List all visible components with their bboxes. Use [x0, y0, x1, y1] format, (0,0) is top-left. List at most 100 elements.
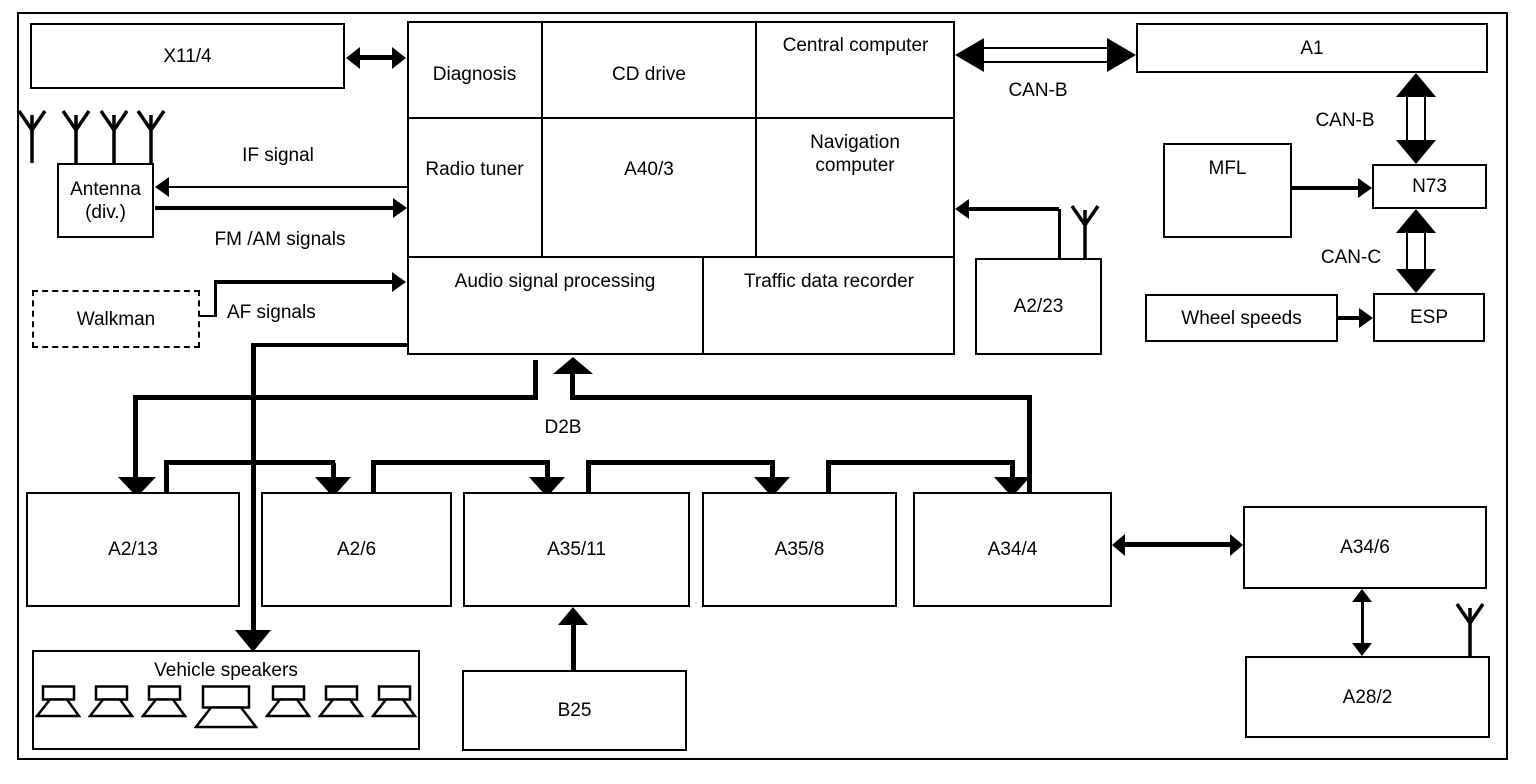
central-computer-cell-label: Central computer	[782, 35, 929, 56]
antenna-sub-label: (div.)	[85, 201, 126, 223]
d2b-bus-right-drop	[1027, 395, 1032, 495]
can-c-shaft	[1406, 230, 1426, 272]
head-unit-divider	[755, 21, 757, 257]
can-b-arrow-right	[1107, 38, 1136, 72]
b25-line	[571, 624, 576, 670]
d2b-seg3-tick	[586, 460, 591, 492]
a34-link-arrow-right	[1230, 534, 1243, 556]
d2b-seg3-line	[586, 460, 775, 465]
diagnosis-cell-label: Diagnosis	[432, 64, 517, 85]
antenna-icon	[99, 110, 129, 163]
d2b-bus-right	[571, 395, 1032, 400]
d2b-seg3-stem	[770, 463, 775, 479]
a35-8-label: A35/8	[774, 539, 825, 560]
can-c-arrow-up	[1396, 209, 1436, 233]
d2b-seg1-line	[164, 460, 335, 465]
esp-box: ESP	[1373, 293, 1485, 342]
x11-4-link-arrow-left	[346, 47, 360, 69]
b25-label: B25	[557, 700, 592, 721]
d2b-bus-left	[133, 395, 534, 400]
b25-arrow	[558, 607, 588, 625]
head-unit-box	[407, 21, 955, 355]
vehicle-speakers-box: Vehicle speakers	[32, 650, 420, 750]
fm-am-label: FM /AM signals	[214, 229, 346, 250]
cd-drive-cell-label: CD drive	[612, 64, 686, 85]
antenna-icon	[1455, 603, 1485, 656]
n73-label: N73	[1412, 176, 1447, 197]
fm-am-line	[155, 206, 395, 210]
esp-label: ESP	[1409, 307, 1449, 328]
a1-box: A1	[1136, 23, 1488, 73]
a28-2-box: A28/2	[1245, 656, 1490, 738]
d2b-seg4-stem	[1010, 463, 1015, 479]
can-b-shaft	[984, 47, 1108, 63]
x11-4-label: X11/4	[163, 45, 212, 67]
x11-4-link-line	[358, 55, 396, 60]
a34-4-label: A34/4	[987, 539, 1038, 560]
af-main-line	[214, 280, 392, 284]
a2-13-box: A2/13	[26, 492, 240, 607]
a34-link-arrow-left	[1112, 534, 1125, 556]
mfl-box: MFL	[1163, 143, 1292, 238]
antenna-icon	[1070, 205, 1100, 258]
can-b-vert-arrow-down	[1396, 140, 1436, 164]
vehicle-speakers-label: Vehicle speakers	[154, 660, 298, 681]
wheel-speeds-label: Wheel speeds	[1181, 307, 1302, 329]
speaker-feed-hline	[253, 343, 407, 347]
antenna-icon	[61, 110, 91, 163]
a28-2-label: A28/2	[1342, 686, 1393, 708]
d2b-seg1-tick	[164, 460, 169, 492]
speaker-icon	[371, 685, 417, 718]
a2-23-arrow	[955, 199, 969, 219]
a28-link-line	[1361, 600, 1364, 646]
a28-link-arrow-up	[1352, 589, 1372, 602]
if-signal-label: IF signal	[242, 145, 314, 166]
speaker-feed-vline	[251, 343, 256, 633]
d2b-seg1-stem	[331, 463, 336, 479]
mfl-label: MFL	[1208, 158, 1247, 179]
af-stub-line	[200, 315, 216, 317]
walkman-box: Walkman	[32, 290, 200, 348]
audio-signal-processing-cell-label: Audio signal processing	[454, 271, 656, 292]
a2-13-label: A2/13	[108, 539, 158, 560]
af-signals-label: AF signals	[227, 302, 316, 323]
diagram-border	[17, 12, 1508, 760]
a34-4-box: A34/4	[913, 492, 1112, 607]
mfl-arrow	[1358, 178, 1372, 198]
can-c-label: CAN-C	[1320, 247, 1382, 268]
can-b-v-label: CAN-B	[1315, 110, 1375, 131]
head-unit-divider	[702, 257, 704, 355]
head-unit-divider	[407, 256, 955, 258]
subwoofer-icon	[194, 685, 258, 729]
a2-23-drop	[1058, 209, 1061, 258]
x11-4-box: X11/4	[30, 23, 345, 89]
wheel-speeds-box: Wheel speeds	[1145, 294, 1338, 342]
a35-11-box: A35/11	[463, 492, 690, 607]
a2-23-box: A2/23	[975, 258, 1102, 355]
wheel-speeds-line	[1338, 316, 1362, 320]
can-b-vert-arrow-up	[1396, 73, 1436, 97]
af-arrow	[392, 272, 406, 292]
d2b-seg2-stem	[545, 463, 550, 479]
radio-tuner-cell-label: Radio tuner	[425, 159, 524, 180]
speaker-icon	[88, 685, 134, 718]
walkman-label: Walkman	[76, 308, 156, 330]
speaker-icon	[141, 685, 187, 718]
antenna-label: Antenna	[70, 178, 141, 200]
speaker-feed-arrow	[235, 630, 271, 652]
d2b-arrow-headunit	[553, 357, 593, 374]
navigation-computer-cell-label: Navigation computer	[810, 132, 900, 176]
a1-label: A1	[1300, 37, 1324, 59]
b25-box: B25	[462, 670, 687, 751]
head-unit-divider	[541, 21, 543, 257]
a34-6-box: A34/6	[1243, 506, 1487, 589]
a2-6-label: A2/6	[336, 539, 377, 560]
antenna-icon	[136, 110, 166, 163]
unit-id-cell-label: A40/3	[624, 159, 674, 180]
a2-23-label: A2/23	[1013, 296, 1064, 317]
speaker-icon	[35, 685, 81, 718]
d2b-seg4-tick	[826, 460, 831, 492]
a35-8-box: A35/8	[702, 492, 897, 607]
if-signal-arrow	[155, 177, 169, 197]
